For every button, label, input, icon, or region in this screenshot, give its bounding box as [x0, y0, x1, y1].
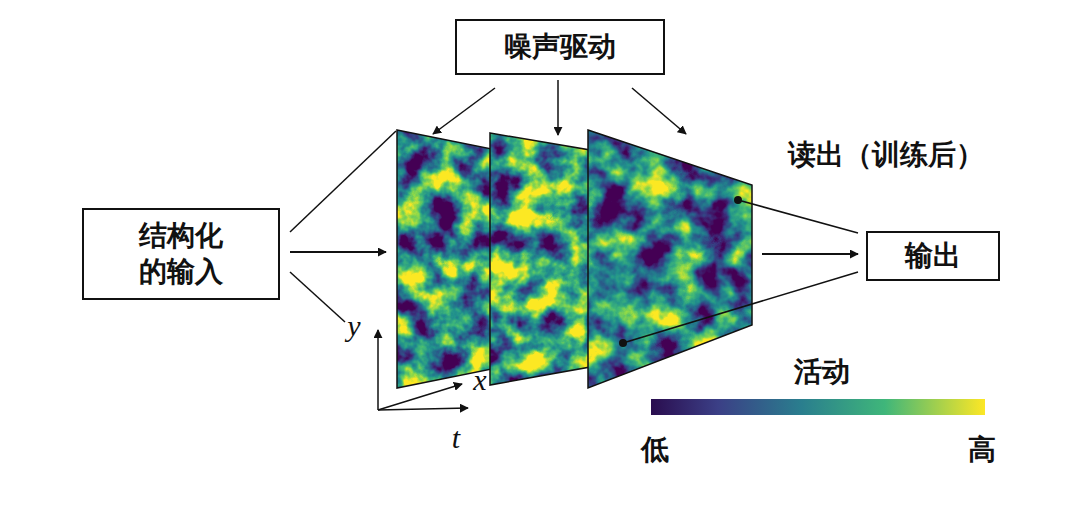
axis-label: x	[473, 363, 486, 397]
input-box: 结构化 的输入	[82, 208, 280, 300]
readout-dot	[619, 339, 627, 347]
input-arrow	[290, 251, 386, 253]
t-axis	[378, 408, 468, 410]
output-box: 输出	[866, 231, 1000, 281]
noise-arrow	[632, 88, 686, 134]
y-axis	[377, 330, 379, 410]
readout-line	[623, 272, 858, 343]
colorbar-title: 活动	[794, 353, 850, 391]
activity-panel	[583, 125, 758, 393]
noise-arrow	[557, 80, 559, 135]
box-text: 噪声驱动	[504, 29, 616, 65]
axis-label: t	[452, 421, 460, 455]
box-text: 结构化 的输入	[122, 218, 240, 291]
colorbar-max: 高	[968, 431, 996, 469]
readout-line	[738, 200, 858, 233]
activity-panel	[485, 128, 595, 390]
readout-dot	[734, 196, 742, 204]
output-arrow	[762, 253, 858, 255]
readout-label: 读出（训练后）	[788, 136, 984, 174]
noise-box: 噪声驱动	[455, 19, 665, 75]
activity-panel	[390, 125, 505, 395]
fan-line	[290, 272, 345, 322]
x-axis	[378, 384, 462, 410]
noise-arrow	[433, 88, 495, 134]
box-text: 输出	[905, 238, 961, 274]
colorbar	[651, 399, 985, 415]
fan-line	[290, 131, 396, 232]
axis-label: y	[347, 309, 360, 343]
colorbar-min: 低	[641, 431, 669, 469]
